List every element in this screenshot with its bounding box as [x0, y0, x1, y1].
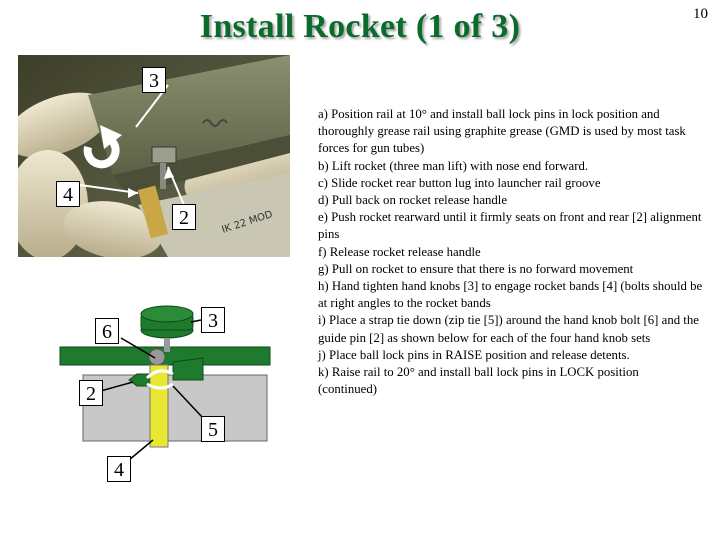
- instruction-item: j) Place ball lock pins in RAISE positio…: [318, 347, 630, 362]
- installation-photo-drawing: IK 22 MOD: [18, 55, 290, 257]
- instruction-item: (continued): [318, 382, 377, 397]
- photo-callout-2: 2: [172, 204, 196, 230]
- instruction-item: g) Pull on rocket to ensure that there i…: [318, 261, 634, 276]
- photo-callout-3: 3: [142, 67, 166, 93]
- instruction-item: k) Raise rail to 20° and install ball lo…: [318, 365, 639, 380]
- instruction-item: e) Push rocket rearward until it firmly …: [318, 210, 702, 242]
- instruction-item: a) Position rail at 10° and install ball…: [318, 107, 686, 156]
- photo-callout-4: 4: [56, 181, 80, 207]
- installation-photo: IK 22 MOD: [18, 55, 290, 257]
- instruction-item: d) Pull back on rocket release handle: [318, 193, 508, 208]
- knob-strap-diagram-drawing: [59, 305, 271, 461]
- instruction-item: i) Place a strap tie down (zip tie [5]) …: [318, 313, 699, 345]
- diagram-callout-4: 4: [107, 456, 131, 482]
- diagram-callout-5: 5: [201, 416, 225, 442]
- slide-title: Install Rocket (1 of 3): [199, 8, 521, 45]
- diagram-callout-2: 2: [79, 380, 103, 406]
- instruction-item: c) Slide rocket rear button lug into lau…: [318, 175, 601, 190]
- page-number: 10: [693, 6, 708, 22]
- knob-strap-diagram: [55, 300, 295, 490]
- diagram-callout-6: 6: [95, 318, 119, 344]
- instruction-item: f) Release rocket release handle: [318, 244, 481, 259]
- rotation-arrow-icon: [83, 125, 122, 169]
- diagram-callout-3: 3: [201, 307, 225, 333]
- instructions-list: a) Position rail at 10° and install ball…: [318, 106, 703, 398]
- instruction-item: h) Hand tighten hand knobs [3] to engage…: [318, 279, 703, 311]
- instruction-item: b) Lift rocket (three man lift) with nos…: [318, 158, 589, 173]
